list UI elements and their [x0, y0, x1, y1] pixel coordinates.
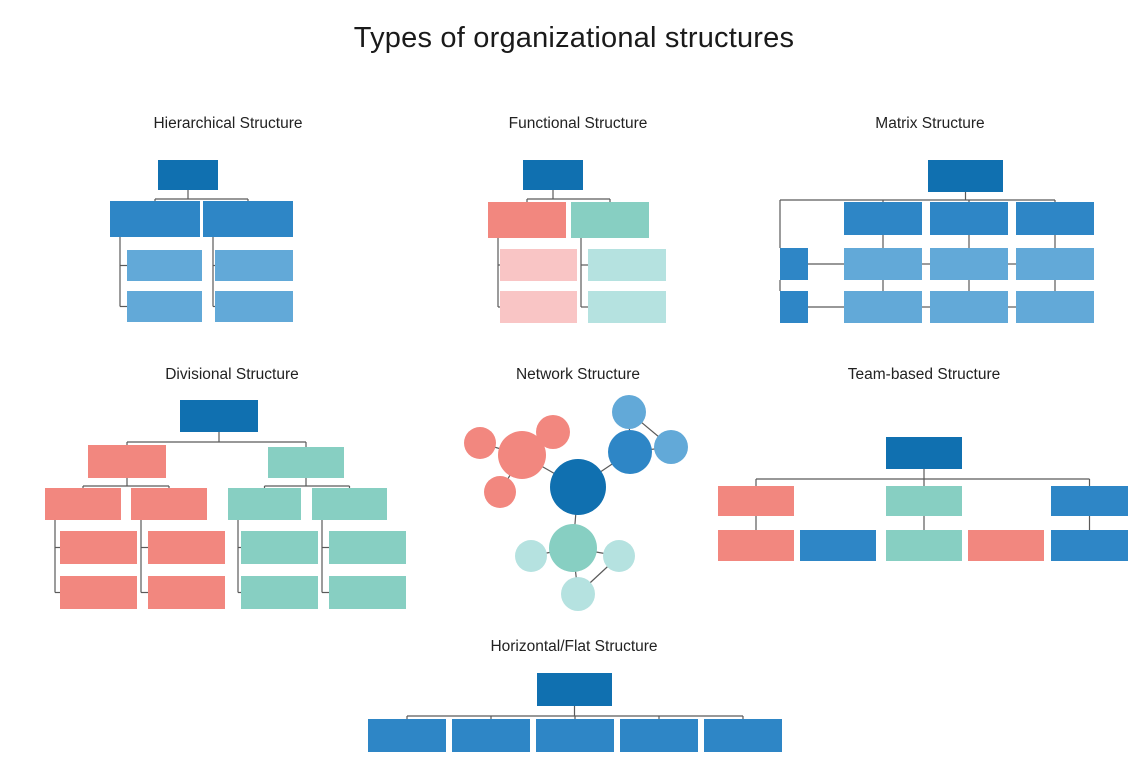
divisional-leaf-r2-a[interactable] [329, 531, 406, 564]
network-hub-salmon[interactable] [498, 431, 546, 479]
page-title: Types of organizational structures [353, 22, 795, 54]
hierarchical-root[interactable] [158, 160, 218, 190]
horizontal-flat-root[interactable] [537, 673, 612, 706]
team-based-team-lead-1[interactable] [718, 486, 794, 516]
chart-title-divisional: Divisional Structure [165, 366, 299, 383]
divisional-division-left[interactable] [88, 445, 166, 478]
network-node-blue-2[interactable] [654, 430, 688, 464]
horizontal-flat-unit-3[interactable] [536, 719, 614, 752]
chart-title-hierarchical: Hierarchical Structure [153, 115, 303, 132]
horizontal-flat-unit-1[interactable] [368, 719, 446, 752]
chart-title-team-based: Team-based Structure [847, 366, 1001, 383]
hierarchical-level2-right[interactable] [203, 201, 293, 237]
team-based-team-lead-3[interactable] [1051, 486, 1128, 516]
hierarchical-level2-left[interactable] [110, 201, 200, 237]
chart-title-matrix: Matrix Structure [875, 115, 985, 132]
hierarchical-leaf-l2[interactable] [127, 291, 202, 322]
team-based-team-member-5[interactable] [1051, 530, 1128, 561]
divisional-leaf-l1-a[interactable] [60, 531, 137, 564]
divisional-leaf-l2-a[interactable] [148, 531, 225, 564]
network-node-salmon-3[interactable] [484, 476, 516, 508]
divisional-leaf-l2-b[interactable] [148, 576, 225, 609]
divisional-leaf-r1-a[interactable] [241, 531, 318, 564]
chart-title-horizontal-flat: Horizontal/Flat Structure [490, 638, 658, 655]
matrix-cell-2-2[interactable] [930, 291, 1008, 323]
matrix-cell-1-1[interactable] [844, 248, 922, 280]
divisional-leaf-r1-b[interactable] [241, 576, 318, 609]
horizontal-flat-unit-5[interactable] [704, 719, 782, 752]
network-node-salmon-1[interactable] [464, 427, 496, 459]
matrix-root[interactable] [928, 160, 1003, 192]
divisional-division-right[interactable] [268, 447, 344, 478]
matrix-cell-1-2[interactable] [930, 248, 1008, 280]
functional-leaf-l2[interactable] [500, 291, 577, 323]
functional-level2-right[interactable] [571, 202, 649, 238]
functional-leaf-r2[interactable] [588, 291, 666, 323]
network-hub-center[interactable] [550, 459, 606, 515]
matrix-row-head-1[interactable] [780, 248, 808, 280]
divisional-leaf-r2-b[interactable] [329, 576, 406, 609]
network-node-teal-1[interactable] [515, 540, 547, 572]
chart-title-functional: Functional Structure [508, 115, 648, 132]
team-based-team-lead-2[interactable] [886, 486, 962, 516]
hierarchical-leaf-r1[interactable] [215, 250, 293, 281]
matrix-col-head-2[interactable] [930, 202, 1008, 235]
hierarchical-leaf-r2[interactable] [215, 291, 293, 322]
divisional-sub-left-1[interactable] [45, 488, 121, 520]
team-based-team-member-1[interactable] [718, 530, 794, 561]
chart-title-network: Network Structure [515, 366, 641, 383]
functional-level2-left[interactable] [488, 202, 566, 238]
functional-leaf-l1[interactable] [500, 249, 577, 281]
divisional-sub-right-2[interactable] [312, 488, 387, 520]
team-based-team-member-2[interactable] [800, 530, 876, 561]
divisional-leaf-l1-b[interactable] [60, 576, 137, 609]
network-node-blue-1[interactable] [612, 395, 646, 429]
matrix-cell-2-1[interactable] [844, 291, 922, 323]
nodes-layer [45, 160, 1128, 752]
matrix-col-head-1[interactable] [844, 202, 922, 235]
network-node-teal-2[interactable] [603, 540, 635, 572]
network-hub-blue[interactable] [608, 430, 652, 474]
horizontal-flat-unit-2[interactable] [452, 719, 530, 752]
functional-leaf-r1[interactable] [588, 249, 666, 281]
network-hub-teal[interactable] [549, 524, 597, 572]
network-node-salmon-2[interactable] [536, 415, 570, 449]
divisional-sub-left-2[interactable] [131, 488, 207, 520]
horizontal-flat-unit-4[interactable] [620, 719, 698, 752]
team-based-root[interactable] [886, 437, 962, 469]
team-based-team-member-4[interactable] [968, 530, 1044, 561]
matrix-col-head-3[interactable] [1016, 202, 1094, 235]
network-node-teal-3[interactable] [561, 577, 595, 611]
hierarchical-leaf-l1[interactable] [127, 250, 202, 281]
divisional-root[interactable] [180, 400, 258, 432]
matrix-cell-1-3[interactable] [1016, 248, 1094, 280]
matrix-row-head-2[interactable] [780, 291, 808, 323]
functional-root[interactable] [523, 160, 583, 190]
matrix-cell-2-3[interactable] [1016, 291, 1094, 323]
divisional-sub-right-1[interactable] [228, 488, 301, 520]
team-based-team-member-3[interactable] [886, 530, 962, 561]
